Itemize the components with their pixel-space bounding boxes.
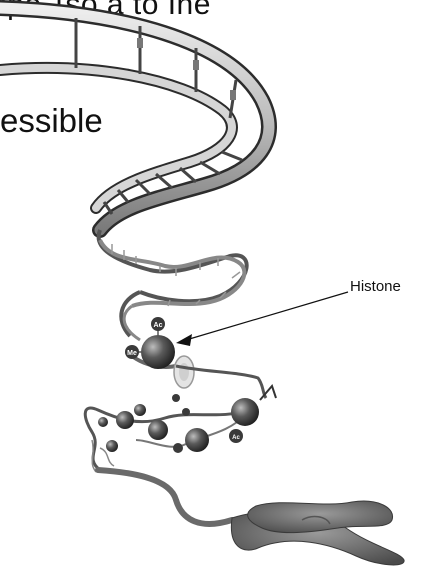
chromosome: [231, 501, 404, 565]
chromatin-fiber: [85, 394, 259, 472]
methyl-text: Me: [127, 350, 137, 357]
acetyl-text-small: Ac: [232, 435, 240, 441]
chromatin-tube: [98, 470, 232, 524]
dna-ladder-ribbon: [0, 8, 269, 230]
double-helix: [99, 230, 247, 340]
acetyl-text: Ac: [154, 322, 163, 329]
histone-label: Histone: [350, 278, 401, 295]
histone-pointer-arrowhead: [176, 334, 192, 346]
